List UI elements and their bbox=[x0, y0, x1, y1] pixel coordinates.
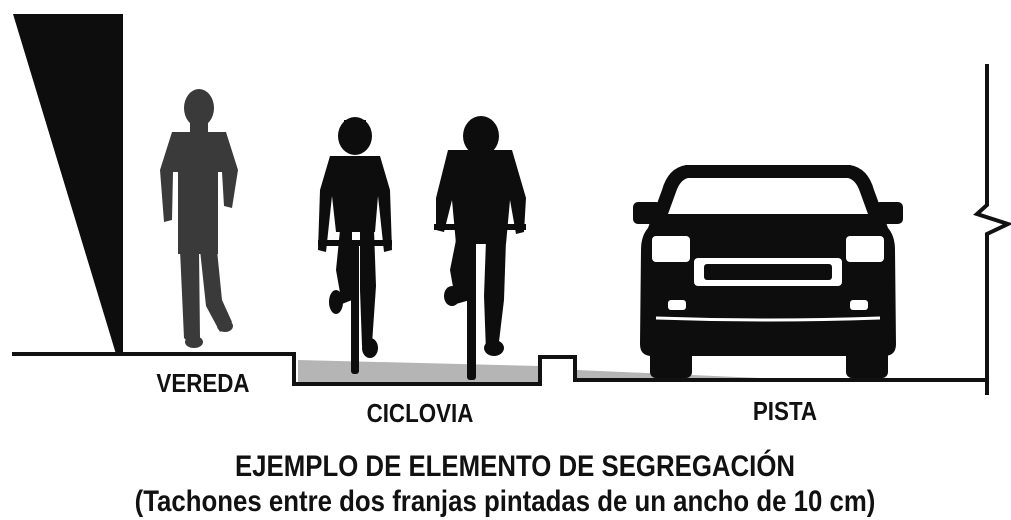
cyclist-icon bbox=[434, 116, 526, 380]
ground-profile-line bbox=[12, 352, 987, 386]
zone-label-pista: PISTA bbox=[752, 396, 818, 426]
break-line-icon bbox=[973, 64, 1011, 395]
paint-strip-left bbox=[298, 360, 540, 384]
building-wall-icon bbox=[13, 14, 123, 354]
caption-subtitle: (Tachones entre dos franjas pintadas de … bbox=[134, 485, 876, 518]
pedestrian-icon bbox=[160, 89, 238, 348]
caption-title: EJEMPLO DE ELEMENTO DE SEGREGACIÓN bbox=[234, 450, 796, 483]
zone-label-ciclovia: CICLOVIA bbox=[366, 398, 474, 428]
zone-label-vereda: VEREDA bbox=[156, 368, 250, 398]
cyclist-icon bbox=[318, 117, 392, 374]
car-front-icon bbox=[633, 165, 903, 378]
